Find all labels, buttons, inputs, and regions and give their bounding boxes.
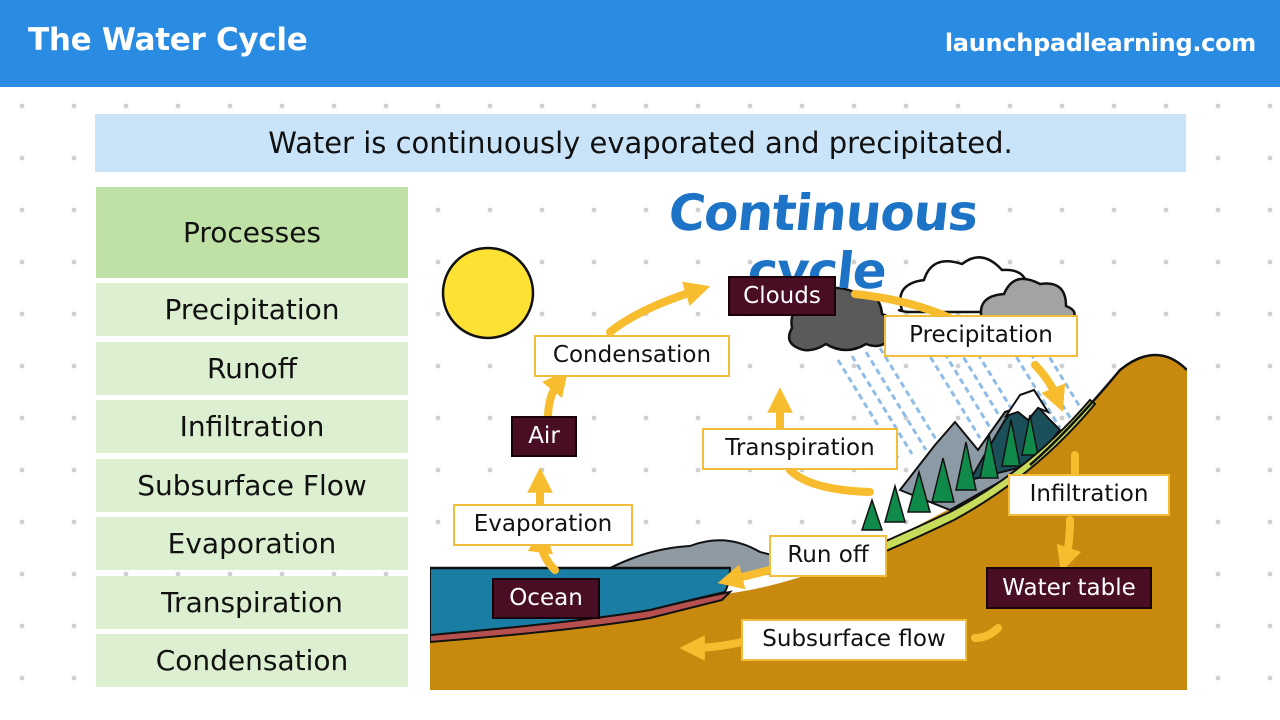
page-title: The Water Cycle <box>28 22 308 58</box>
summary-banner: Water is continuously evaporated and pre… <box>95 114 1186 172</box>
processes-panel: Processes Precipitation Runoff Infiltrat… <box>96 187 408 693</box>
summary-text: Water is continuously evaporated and pre… <box>268 126 1013 160</box>
process-label: Condensation <box>155 644 349 677</box>
label-air: Air <box>511 416 577 457</box>
label-infiltration: Infiltration <box>1008 474 1170 516</box>
process-label: Evaporation <box>167 527 337 560</box>
label-run-off: Run off <box>769 535 887 577</box>
label-condensation: Condensation <box>534 335 730 377</box>
process-label: Infiltration <box>179 410 325 443</box>
header-bar: The Water Cycle launchpadlearning.com <box>0 0 1280 87</box>
process-label: Subsurface Flow <box>137 468 367 502</box>
process-item-subsurface-flow: Subsurface Flow <box>96 458 408 512</box>
processes-heading-text: Processes <box>182 216 322 249</box>
label-transpiration: Transpiration <box>702 428 898 470</box>
label-subsurface-flow: Subsurface flow <box>741 619 967 661</box>
label-ocean: Ocean <box>492 578 600 619</box>
water-cycle-diagram: Continuous cycle Clouds Precipitation Co… <box>430 190 1187 690</box>
label-precipitation: Precipitation <box>884 315 1078 357</box>
process-item-precipitation: Precipitation <box>96 283 408 336</box>
process-item-runoff: Runoff <box>96 341 408 395</box>
process-item-condensation: Condensation <box>96 634 408 687</box>
label-clouds: Clouds <box>728 276 836 316</box>
processes-heading: Processes <box>96 187 408 278</box>
label-water-table: Water table <box>986 567 1152 609</box>
process-item-infiltration: Infiltration <box>96 400 408 453</box>
tree-icon <box>860 414 1039 531</box>
sun-icon <box>441 246 535 340</box>
process-item-evaporation: Evaporation <box>96 517 408 570</box>
process-label: Runoff <box>206 351 298 385</box>
site-name: launchpadlearning.com <box>944 29 1256 57</box>
process-label: Precipitation <box>164 293 340 326</box>
process-label: Transpiration <box>161 585 343 619</box>
process-item-transpiration: Transpiration <box>96 575 408 629</box>
label-evaporation: Evaporation <box>453 504 633 546</box>
